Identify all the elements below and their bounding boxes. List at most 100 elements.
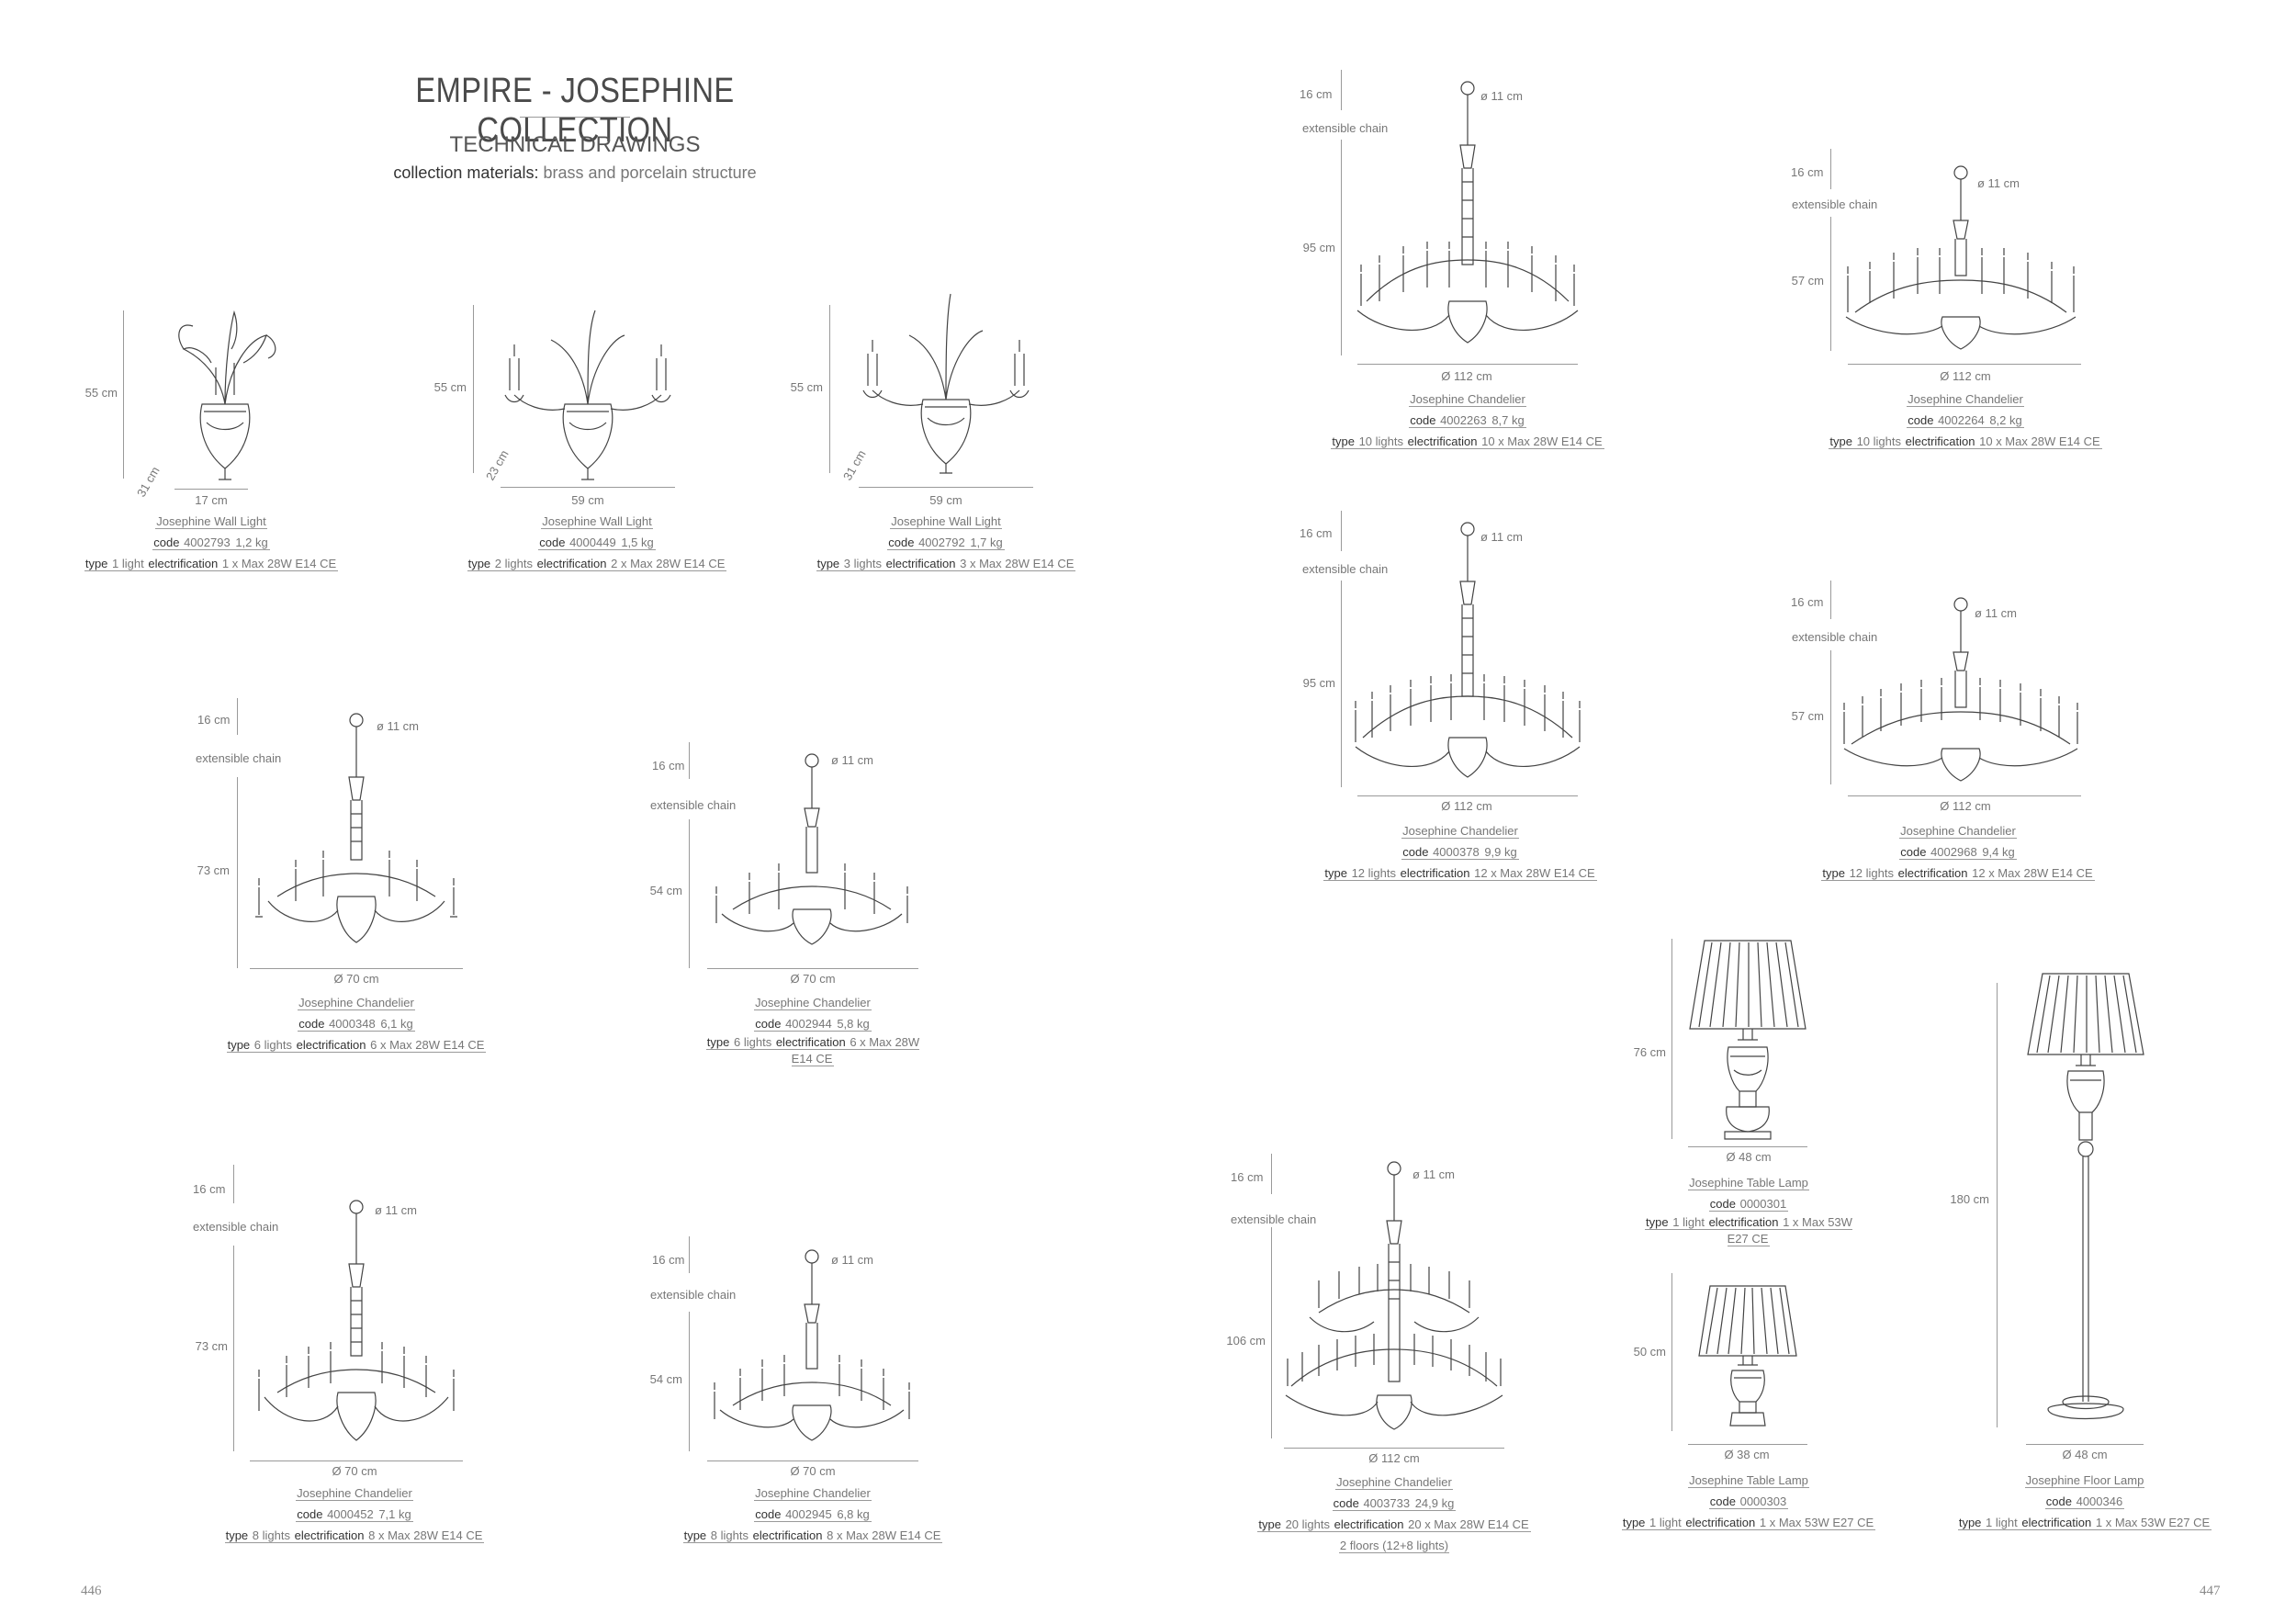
product-name: Josephine Wall Light — [890, 514, 1002, 529]
height-dimension-line — [1271, 1227, 1272, 1438]
height-label: 95 cm — [1302, 676, 1335, 690]
height-dimension-line — [1830, 217, 1831, 351]
product-name: Josephine Chandelier — [296, 1486, 413, 1501]
chain-length-label: 16 cm — [1231, 1170, 1264, 1184]
chandelier-drawing — [1845, 165, 2077, 350]
product-weight: 9,9 kg — [1484, 845, 1517, 859]
width-dimension-line — [707, 968, 918, 969]
chain-length-label: 16 cm — [1300, 87, 1333, 101]
product-code: 0000301 — [1739, 1197, 1787, 1211]
height-dimension-line — [233, 1246, 234, 1451]
product-name: Josephine Chandelier — [754, 996, 872, 1010]
width-label: Ø 48 cm — [2062, 1448, 2108, 1461]
height-label: 54 cm — [649, 884, 682, 897]
extensible-chain-label: extensible chain — [193, 1220, 279, 1234]
height-dimension-line — [1341, 140, 1342, 355]
chain-dimension-line — [689, 742, 690, 779]
chain-dimension-line — [1271, 1154, 1272, 1194]
product-code: 4002792 — [918, 536, 965, 549]
product-caption: Josephine Table Lamp code 0000301 type 1… — [1645, 1176, 1852, 1246]
table-lamp-drawing — [1689, 940, 1806, 1140]
height-dimension-line — [473, 305, 474, 473]
chain-dimension-line — [1341, 70, 1342, 110]
product-caption: Josephine Chandelier code 4003733 24,9 k… — [1257, 1475, 1531, 1553]
height-label: 57 cm — [1791, 274, 1824, 288]
chandelier-drawing — [1356, 81, 1579, 344]
canopy-diameter-label: ø 11 cm — [1412, 1167, 1455, 1181]
height-label: 76 cm — [1633, 1045, 1666, 1059]
width-label: 17 cm — [195, 493, 228, 507]
depth-label: 31 cm — [134, 464, 163, 500]
width-dimension-line — [250, 968, 463, 969]
canopy-diameter-label: ø 11 cm — [1977, 176, 2020, 190]
width-dimension-line — [174, 489, 248, 490]
product-code: 4002793 — [184, 536, 231, 549]
width-dimension-line — [1688, 1146, 1807, 1147]
height-dimension-line — [1671, 939, 1672, 1139]
width-dimension-line — [250, 1460, 463, 1461]
width-label: 59 cm — [929, 493, 962, 507]
product-electrification: 1 x Max 53W E27 CE — [2095, 1516, 2211, 1529]
product-caption: Josephine Chandelier code 4002264 8,2 kg… — [1829, 392, 2102, 449]
extensible-chain-label: extensible chain — [1302, 121, 1389, 135]
product-caption: Josephine Chandelier code 4002945 6,8 kg… — [682, 1486, 943, 1543]
product-type: 8 lights — [710, 1528, 748, 1542]
width-label: Ø 112 cm — [1368, 1451, 1420, 1465]
page-number-right: 447 — [2200, 1584, 2221, 1598]
product-electrification: 1 x Max 28W E14 CE — [221, 557, 337, 570]
extensible-chain-label: extensible chain — [1792, 630, 1878, 644]
product-electrification: 8 x Max 28W E14 CE — [368, 1528, 483, 1542]
product-code: 4002944 — [785, 1017, 832, 1031]
product-name: Josephine Chandelier — [1335, 1475, 1453, 1490]
product-type: 2 lights — [494, 557, 533, 570]
product-type: 10 lights — [1358, 434, 1403, 448]
chain-length-label: 16 cm — [1300, 526, 1333, 540]
product-weight: 8,2 kg — [1989, 413, 2022, 427]
product-weight: 6,1 kg — [380, 1017, 413, 1031]
product-code: 4000452 — [327, 1507, 374, 1521]
canopy-diameter-label: ø 11 cm — [377, 719, 419, 733]
product-type: 12 lights — [1351, 866, 1396, 880]
product-electrification: 6 x Max 28W E14 CE — [791, 1035, 920, 1066]
height-label: 50 cm — [1633, 1345, 1666, 1359]
width-dimension-line — [1848, 795, 2081, 796]
product-code: 4000378 — [1433, 845, 1480, 859]
width-label: Ø 112 cm — [1441, 799, 1492, 813]
width-label: Ø 38 cm — [1724, 1448, 1770, 1461]
chandelier-drawing — [1355, 522, 1581, 778]
height-dimension-line — [1341, 581, 1342, 787]
height-label: 55 cm — [84, 386, 118, 400]
chain-dimension-line — [233, 1165, 234, 1203]
product-type: 20 lights — [1285, 1517, 1330, 1531]
collection-materials: collection materials: brass and porcelai… — [281, 164, 869, 183]
width-dimension-line — [1688, 1444, 1807, 1445]
product-code: 4000346 — [2076, 1494, 2123, 1508]
chain-dimension-line — [1341, 511, 1342, 551]
width-dimension-line — [501, 487, 675, 488]
width-label: Ø 112 cm — [1940, 799, 1991, 813]
canopy-diameter-label: ø 11 cm — [1480, 89, 1523, 103]
width-label: 59 cm — [571, 493, 604, 507]
product-code: 4002968 — [1930, 845, 1977, 859]
chain-length-label: 16 cm — [1791, 165, 1824, 179]
product-weight: 1,2 kg — [235, 536, 268, 549]
extensible-chain-label: extensible chain — [650, 798, 737, 812]
product-caption: Josephine Table Lamp code 0000303 type 1… — [1621, 1473, 1876, 1530]
height-dimension-line — [1671, 1273, 1672, 1431]
width-label: Ø 112 cm — [1441, 369, 1492, 383]
product-code: 4000348 — [329, 1017, 376, 1031]
product-electrification: 20 x Max 28W E14 CE — [1408, 1517, 1529, 1531]
extensible-chain-label: extensible chain — [1302, 562, 1389, 576]
product-electrification: 12 x Max 28W E14 CE — [1474, 866, 1595, 880]
chain-dimension-line — [1830, 581, 1831, 619]
height-label: 73 cm — [195, 1339, 228, 1353]
canopy-diameter-label: ø 11 cm — [1480, 530, 1523, 544]
canopy-diameter-label: ø 11 cm — [1975, 606, 2017, 620]
product-caption: Josephine Floor Lamp code 4000346 type 1… — [1957, 1473, 2212, 1530]
page-number-left: 446 — [81, 1584, 102, 1598]
product-electrification: 10 x Max 28W E14 CE — [1481, 434, 1603, 448]
product-type: 1 light — [1672, 1215, 1705, 1229]
chain-length-label: 16 cm — [652, 1253, 685, 1267]
product-code: 4003733 — [1363, 1496, 1411, 1510]
width-label: Ø 48 cm — [1726, 1150, 1772, 1164]
